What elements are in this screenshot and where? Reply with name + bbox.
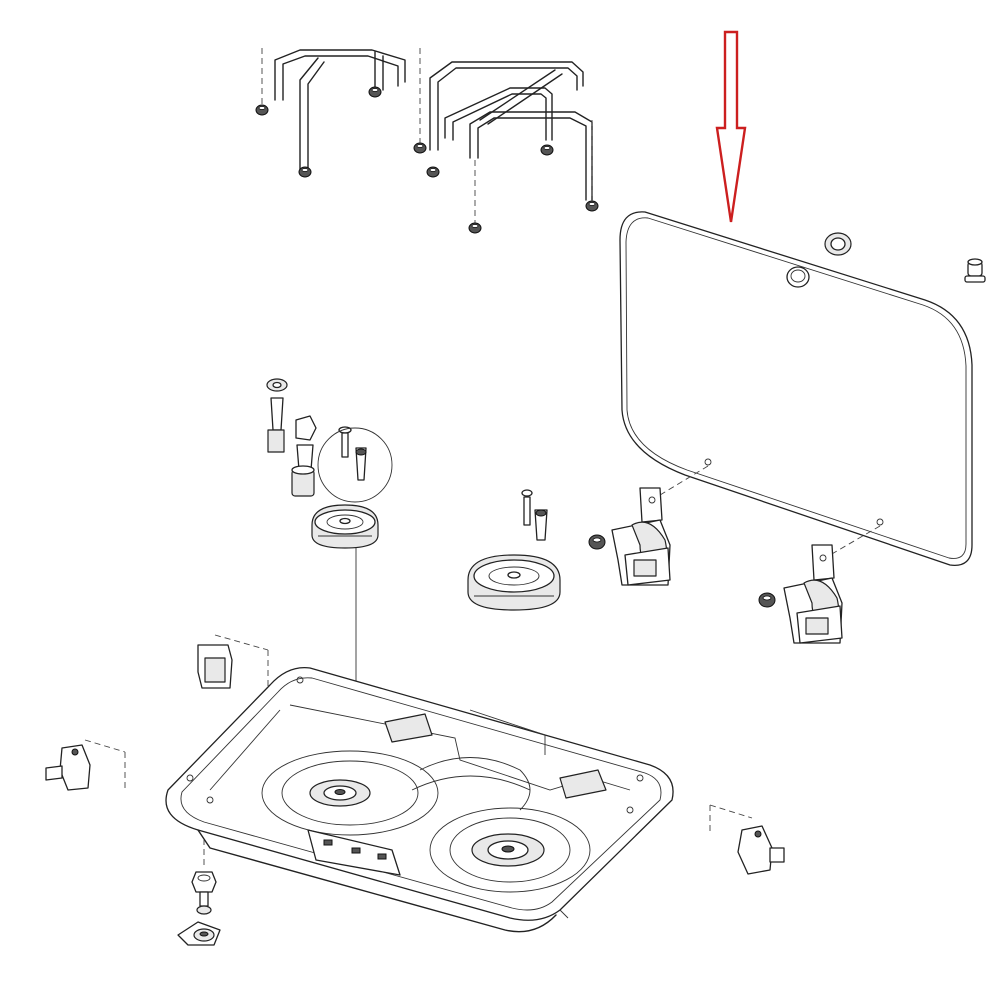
tray-control-bracket: [307, 829, 401, 876]
lid-pin: [964, 258, 986, 283]
tray-mounting-holes: [186, 676, 644, 814]
burner-small: [311, 504, 379, 780]
ignition-parts-small: [266, 378, 393, 503]
lid-bumper: [824, 232, 852, 256]
bolt-assembly: [177, 840, 221, 946]
hob-tray: [165, 666, 674, 933]
mounting-clip-top: [197, 634, 269, 690]
burner-large: [467, 554, 561, 611]
lid-hinge-left: [588, 487, 671, 586]
pan-support-nuts: [255, 86, 599, 234]
mounting-clip-right: [709, 804, 785, 875]
pan-support-left: [261, 48, 421, 173]
ignition-parts-large: [521, 489, 548, 541]
pan-support-right: [429, 61, 593, 225]
tray-burner-seat-left: [309, 779, 371, 807]
mounting-clip-left: [45, 739, 126, 791]
tray-burner-seat-right: [471, 833, 545, 867]
lid-hinge-right: [758, 544, 843, 644]
tray-pan-support-pads: [384, 713, 607, 799]
highlight-arrow: [715, 30, 747, 223]
glass-lid: [619, 211, 973, 566]
